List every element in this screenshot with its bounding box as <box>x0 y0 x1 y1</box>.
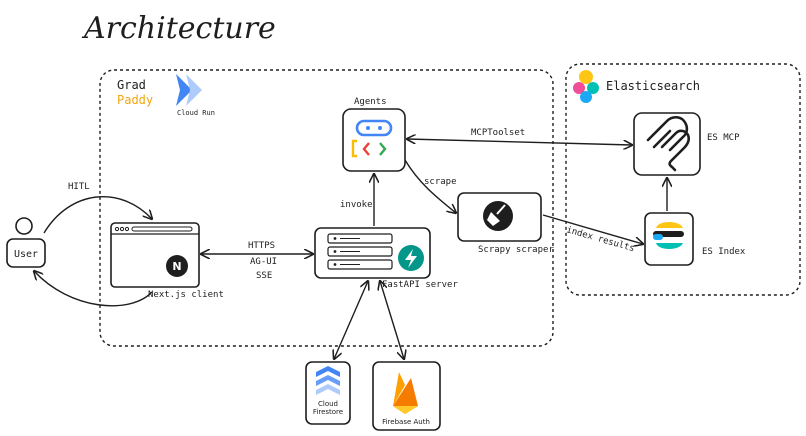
cloud-run-label: Cloud Run <box>177 109 215 117</box>
edge-fastapi-firebase <box>380 281 404 359</box>
firebase-icon <box>393 372 418 414</box>
user-node: User <box>6 217 46 268</box>
edge-fastapi-firestore <box>334 281 368 359</box>
firestore-icon <box>316 366 340 395</box>
agents-node <box>342 108 406 172</box>
gradpaddy-label-grad: Grad <box>117 78 146 92</box>
edge-sse-label: SSE <box>256 271 272 281</box>
edge-mcptoolset-label: MCPToolset <box>471 128 525 138</box>
page-title: Architecture <box>81 11 276 46</box>
firebase-auth-label: Firebase Auth <box>382 418 430 426</box>
edge-scrape-label: scrape <box>424 177 457 187</box>
cloud-firestore-node: Cloud Firestore <box>305 361 351 425</box>
scrapy-icon <box>483 201 513 231</box>
fastapi-server-node <box>314 227 431 279</box>
nextjs-icon: N <box>166 255 188 277</box>
elasticsearch-label: Elasticsearch <box>606 79 700 93</box>
es-mcp-node <box>633 112 701 176</box>
edge-https-label: HTTPS <box>248 241 275 251</box>
edge-client-to-user <box>34 271 153 307</box>
svg-text:N: N <box>172 260 181 273</box>
cloud-run-icon <box>176 74 202 106</box>
fastapi-server-label: FastAPI server <box>382 280 458 290</box>
scrapy-scraper-label: Scrapy scraper <box>478 245 554 255</box>
user-label: User <box>14 249 38 260</box>
elasticsearch-container <box>565 63 801 296</box>
scrapy-scraper-node <box>457 192 542 242</box>
nextjs-client-label: Next.js client <box>148 290 224 300</box>
es-index-label: ES Index <box>702 247 746 257</box>
edge-scrape <box>404 159 456 213</box>
edge-index-results-label: index results <box>565 225 635 254</box>
gradpaddy-label-paddy: Paddy <box>117 93 153 107</box>
edge-mcptoolset <box>407 139 632 145</box>
agents-label: Agents <box>354 97 387 107</box>
es-index-node <box>644 212 694 266</box>
edge-hitl-label: HITL <box>68 182 90 192</box>
gradpaddy-container <box>99 69 554 347</box>
edge-agui-label: AG-UI <box>250 257 277 267</box>
elastic-index-icon <box>653 222 684 249</box>
agent-builder-icon <box>351 119 393 158</box>
nextjs-client-node: N <box>110 222 200 288</box>
edge-hitl <box>43 196 152 234</box>
edge-invoke-label: invoke <box>340 200 373 210</box>
edge-index-results <box>542 214 643 244</box>
firebase-auth-node: Firebase Auth <box>372 361 441 431</box>
cloud-firestore-label-2: Firestore <box>313 408 343 416</box>
elasticsearch-logo-icon <box>573 70 599 103</box>
fastapi-icon <box>398 245 424 271</box>
cloud-firestore-label-1: Cloud <box>318 400 338 408</box>
mcp-icon <box>646 115 691 172</box>
es-mcp-label: ES MCP <box>707 133 740 143</box>
